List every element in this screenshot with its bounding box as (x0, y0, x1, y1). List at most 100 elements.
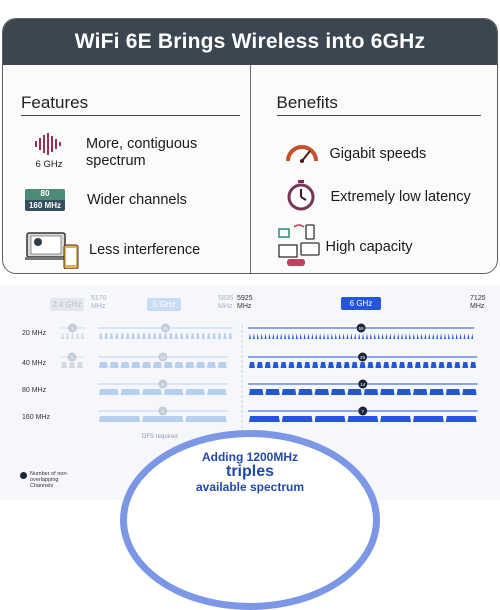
features-heading: Features (21, 93, 89, 112)
band6-channel (288, 362, 295, 368)
row-label-20mhz: 20 MHz (22, 330, 47, 337)
band6-channel (334, 333, 337, 339)
band5-channel (104, 333, 108, 339)
band5-channel (212, 333, 216, 339)
band5-channel (147, 333, 151, 339)
band5-count-label: 12 (160, 355, 166, 360)
band6-channel (280, 333, 283, 339)
band6-channel (280, 362, 287, 368)
band6-channel (272, 333, 275, 339)
band6-channel (396, 389, 411, 395)
band24-channel (69, 362, 75, 368)
band24-channel (61, 333, 64, 339)
band6-channel (346, 333, 349, 339)
band5-channel (190, 333, 195, 339)
band6-channel (265, 389, 280, 395)
band24-channel (61, 362, 67, 368)
band6-channel (320, 362, 326, 368)
band-tag-5ghz: 5 GHz (147, 298, 181, 311)
band6-channel (276, 333, 279, 339)
band6-channel (314, 389, 329, 395)
dfs-note: DFS required (142, 434, 178, 440)
band6-channel (284, 333, 286, 339)
band6-channel (299, 333, 302, 339)
benefit-label-capacity: High capacity (325, 239, 413, 255)
band5-channel (185, 333, 189, 339)
callout-text: Adding 1200MHz triples available spectru… (150, 450, 350, 494)
benefit-item-latency: Extremely low latency (285, 179, 471, 216)
legend-dot (20, 472, 27, 479)
band6-channel (373, 333, 376, 339)
stopwatch-icon (285, 179, 317, 216)
band5-channel (120, 333, 124, 339)
band5-count-label: 6 (162, 382, 165, 387)
band5-channel (99, 416, 141, 422)
band5-channel (217, 362, 227, 368)
band6-channel (413, 416, 444, 422)
band6-channel (311, 333, 314, 339)
callout-line-2: triples (225, 463, 274, 480)
band6-channel (312, 362, 319, 368)
laptop-phone-icon (25, 227, 83, 273)
feature-label-spectrum: More, contiguous spectrum (86, 136, 198, 169)
band24-count-dot (68, 323, 77, 333)
band5-channel (142, 333, 146, 339)
band5-channel (158, 333, 162, 339)
band6-channel (399, 362, 405, 368)
freq-5835-unit: MHz (218, 303, 233, 310)
band6-channel (328, 362, 334, 368)
band5-channel (169, 333, 173, 339)
band6-channel (303, 333, 306, 339)
band6-count-dot (358, 379, 368, 389)
benefit-label-speed: Gigabit speeds (329, 146, 427, 162)
band6-count-label: 7 (362, 409, 365, 414)
band5-channel (163, 389, 184, 395)
band5-channel (142, 416, 184, 422)
band6-channel (327, 333, 329, 339)
band24-channel (81, 333, 84, 339)
callout-line-3: available spectrum (195, 480, 305, 494)
band5-channel (99, 389, 119, 395)
band6-channel (298, 389, 313, 395)
band6-channel (471, 333, 474, 339)
band5-count-label: 25 (163, 326, 169, 331)
band6-channel (268, 333, 271, 339)
band6-channel (389, 333, 392, 339)
band6-channel (383, 362, 390, 368)
band6-channel (470, 362, 477, 368)
band5-channel (142, 362, 151, 368)
band6-channel (323, 333, 325, 339)
band6-count-dot (358, 352, 368, 362)
band6-channel (281, 416, 313, 422)
freq-5170-unit: MHz (91, 303, 106, 310)
band6-channel (447, 333, 450, 339)
band5-channel (217, 333, 222, 339)
band6-channel (369, 333, 372, 339)
band6-channel (256, 333, 259, 339)
band6-channel (446, 362, 453, 368)
band5-count-dot (158, 379, 168, 389)
band6-channel (408, 333, 411, 339)
benefit-item-speed: Gigabit speeds (285, 141, 427, 168)
band6-channel (350, 333, 353, 339)
feature-label-channels: Wider channels (87, 191, 187, 208)
band6-channel (319, 333, 322, 339)
band6-channel (331, 389, 346, 395)
band6-channel (363, 389, 379, 395)
band5-channel (163, 362, 173, 368)
band6-channel (459, 333, 462, 339)
band6-channel (462, 389, 477, 395)
band5-channel (207, 389, 227, 395)
band6-channel (424, 333, 427, 339)
band6-channel (385, 333, 388, 339)
freq-5835-value: 5835 (218, 295, 234, 302)
band6-channel (381, 333, 384, 339)
benefits-heading: Benefits (276, 93, 338, 112)
band6-count-label: 29 (360, 355, 366, 360)
feature-item-interference: Less interference (25, 227, 200, 273)
freq-5925-value: 5925 (237, 295, 253, 302)
band6-count-label: 14 (360, 382, 366, 387)
band5-channel (185, 416, 227, 422)
